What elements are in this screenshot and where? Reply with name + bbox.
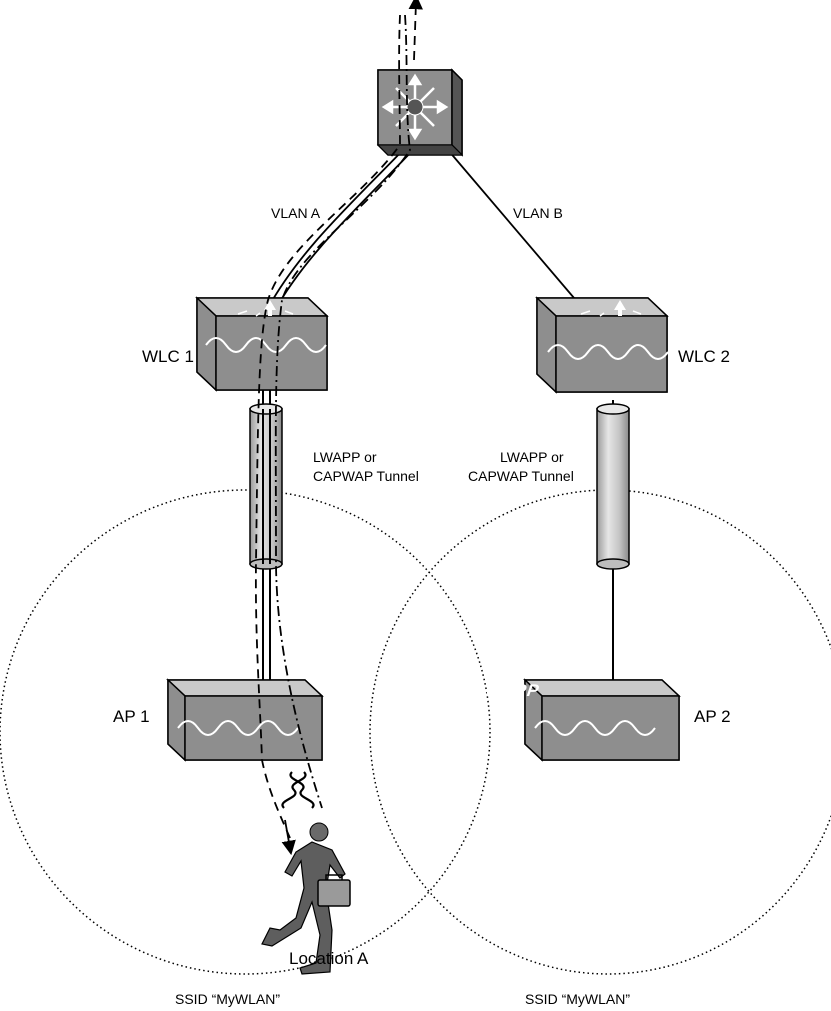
ap-2-icon	[525, 680, 679, 760]
tunnel2-label-line1: LWAPP or	[500, 449, 564, 465]
tunnel1-label-line1: LWAPP or	[313, 449, 377, 465]
ssid-left-label: SSID “MyWLAN”	[175, 991, 280, 1007]
wlc1-label: WLC 1	[142, 347, 194, 366]
tunnel-2	[597, 404, 629, 569]
downstream-arrow	[285, 820, 290, 848]
location-label: Location A	[289, 949, 369, 968]
ssid-right-label: SSID “MyWLAN”	[525, 991, 630, 1007]
tunnel2-label-line2: CAPWAP Tunnel	[468, 468, 574, 484]
vlan-b-label: VLAN B	[513, 205, 563, 221]
ap1-label: AP 1	[113, 707, 150, 726]
multilayer-switch-icon	[378, 70, 462, 155]
ap2-label: AP 2	[694, 707, 731, 726]
ap2-badge: LWAPP	[474, 681, 541, 700]
rf-signal-icon	[282, 772, 313, 808]
vlan-a-label: VLAN A	[271, 205, 321, 221]
wlc2-label: WLC 2	[678, 347, 730, 366]
ap-1-icon	[168, 680, 322, 760]
vlan-b-link	[448, 150, 580, 305]
tunnel1-label-line2: CAPWAP Tunnel	[313, 468, 419, 484]
wlc-2-icon	[537, 298, 668, 392]
upstream-arrow	[414, 2, 416, 60]
tunnel-1	[250, 404, 282, 569]
ap1-badge: LWAPP	[100, 681, 167, 700]
